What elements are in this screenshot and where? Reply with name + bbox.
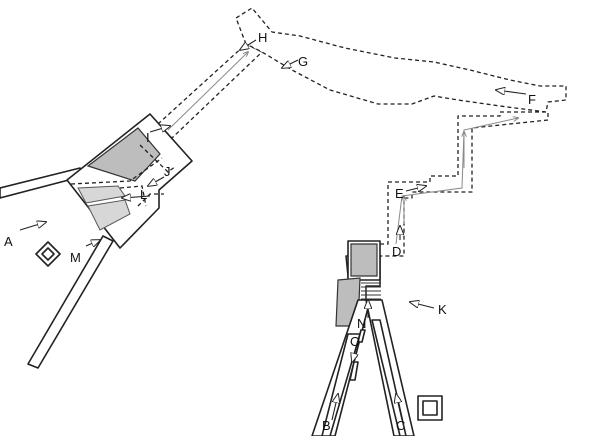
label-G: G: [298, 54, 308, 69]
label-C: C: [396, 418, 405, 433]
label-A: A: [4, 234, 13, 249]
arrow-A: [19, 222, 46, 231]
label-N: N: [357, 316, 366, 331]
arrow-F: [496, 90, 527, 94]
label-K: K: [438, 302, 447, 317]
pointer-arrows: [19, 39, 527, 421]
label-D: D: [392, 244, 401, 259]
arrow-O: [352, 341, 359, 362]
winding-passage-outline: [235, 7, 567, 113]
label-H: H: [258, 30, 267, 45]
left-complex: [0, 43, 263, 369]
arrow-E: [405, 186, 426, 191]
temple-inner-corridor-2: [137, 193, 164, 207]
label-I: I: [146, 130, 150, 145]
right-square-inner: [422, 400, 438, 416]
arrow-G: [282, 59, 299, 68]
label-E: E: [395, 186, 404, 201]
right-corridor-inner: [371, 319, 407, 436]
arrow-L: [122, 196, 151, 198]
arrow-B: [331, 394, 338, 421]
temple-upper-shaft: [139, 144, 177, 173]
arrow-I: [149, 126, 170, 133]
label-O: O: [350, 334, 360, 349]
right-staircase-passage: [349, 111, 549, 257]
arrow-H: [240, 39, 257, 50]
label-F: F: [528, 92, 536, 107]
label-M: M: [70, 250, 81, 265]
label-J: J: [164, 164, 171, 179]
arrow-C: [396, 394, 403, 421]
right-lower-structure: [311, 240, 443, 436]
right-room-shade: [350, 243, 378, 277]
arrow-M: [85, 240, 100, 246]
temple-shade-main: [86, 127, 161, 182]
staircase-outline: [349, 111, 549, 257]
temple-inner-channel: [70, 157, 163, 185]
upper-winding-passage: [235, 7, 567, 113]
arrow-K: [410, 302, 435, 309]
arrow-J: [148, 176, 165, 186]
flow-arrow-upper-passage: [167, 52, 248, 131]
temple-shade-step-2: [87, 199, 131, 231]
pillar-square-inner: [41, 247, 55, 261]
corridor-notch-2: [357, 329, 366, 343]
letter-labels: A M I J L H G F E D K N O B C: [4, 30, 536, 433]
label-B: B: [322, 418, 331, 433]
staircase-flow: [395, 118, 518, 245]
lower-causeway-wall: [27, 235, 114, 369]
label-L: L: [140, 187, 147, 202]
